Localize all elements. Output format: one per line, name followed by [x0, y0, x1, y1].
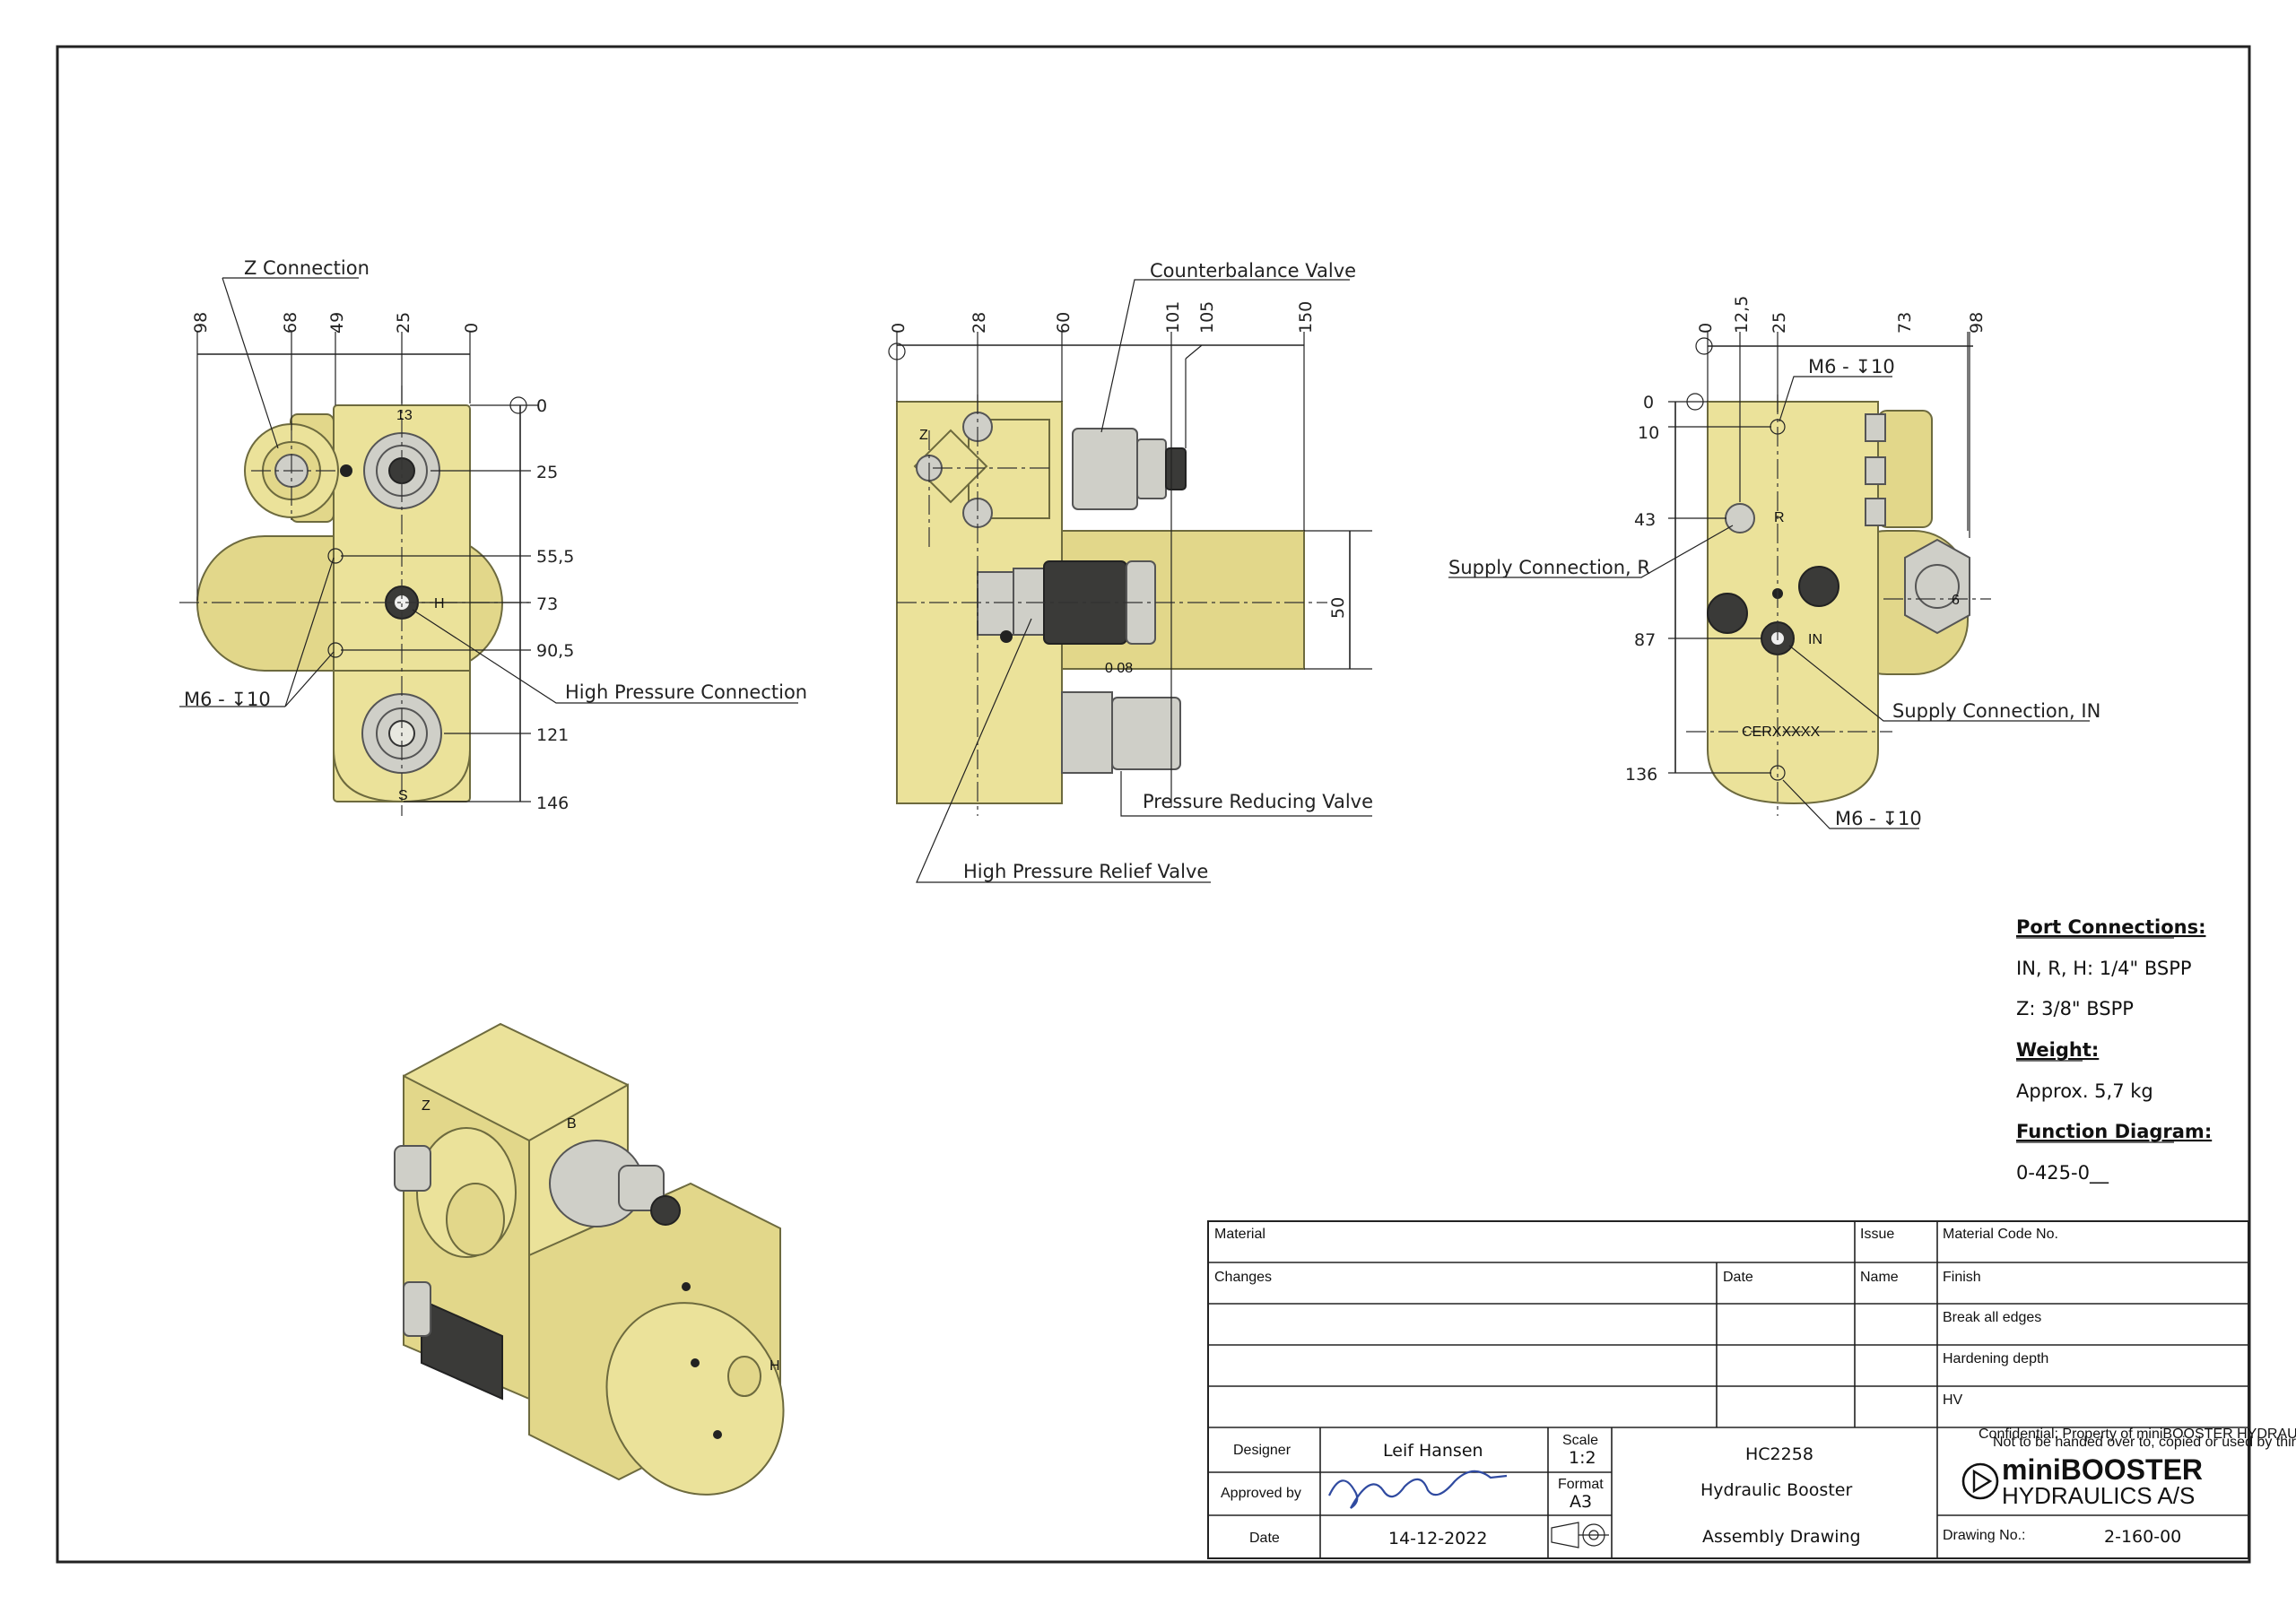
tb-designer-label: Designer	[1233, 1443, 1292, 1458]
rear-port-mark-r: R	[1774, 510, 1785, 525]
m6-hole-label-rear-bottom: M6 - ↧10	[1835, 808, 1922, 829]
tb-material-code-label: Material Code No.	[1943, 1227, 2058, 1242]
supply-connection-r-label: Supply Connection, R	[1448, 557, 1650, 578]
iso-port-mark-b: B	[567, 1116, 577, 1132]
pressure-reducing-valve-label: Pressure Reducing Valve	[1143, 791, 1373, 812]
tb-material-label: Material	[1214, 1227, 1265, 1242]
port-connections-heading: Port Connections:	[2016, 916, 2205, 938]
tb-confidential-line1: Confidential: Property of miniBOOSTER HY…	[1979, 1427, 2296, 1442]
front-dim-0: 0	[462, 323, 482, 334]
function-diagram-heading: Function Diagram:	[2016, 1121, 2212, 1142]
rear-dim-left-10: 10	[1638, 423, 1659, 443]
tb-hv-label: HV	[1943, 1392, 1963, 1408]
rear-dim-98: 98	[1967, 312, 1987, 334]
front-dim-right-121: 121	[536, 725, 569, 745]
rear-dim-73: 73	[1895, 312, 1915, 334]
side-dim-50: 50	[1328, 597, 1348, 619]
side-port-mark-08: 0 08	[1105, 661, 1133, 676]
rear-dim-left-43: 43	[1634, 510, 1656, 530]
tb-break-edges: Break all edges	[1943, 1310, 2041, 1325]
front-dim-right-73: 73	[536, 594, 558, 614]
tb-name-label: Name	[1860, 1270, 1899, 1285]
iso-port-mark-z: Z	[422, 1098, 430, 1114]
front-port-mark-h: H	[434, 596, 445, 612]
supply-connection-in-label: Supply Connection, IN	[1892, 700, 2100, 722]
port-connections-line1: IN, R, H: 1/4" BSPP	[2016, 958, 2192, 979]
tb-confidential-line2: Not to be handed over to, copied or used…	[1993, 1435, 2296, 1450]
tb-approved-label: Approved by	[1221, 1486, 1301, 1501]
title-block	[1207, 1220, 2249, 1559]
isometric-view	[394, 1022, 785, 1496]
rear-port-mark-6: 6	[1952, 593, 1960, 608]
counterbalance-valve-label: Counterbalance Valve	[1150, 260, 1356, 282]
weight-heading: Weight:	[2016, 1039, 2099, 1061]
rear-dim-0: 0	[1696, 323, 1716, 334]
rear-view	[1448, 332, 2090, 829]
side-port-mark-z: Z	[919, 428, 928, 443]
tb-date-column-label: Date	[1723, 1270, 1753, 1285]
tb-scale-value: 1:2	[1569, 1448, 1596, 1468]
rear-dim-left-87: 87	[1634, 630, 1656, 650]
side-dim-101: 101	[1163, 301, 1183, 334]
tb-scale-label: Scale	[1562, 1433, 1598, 1448]
rear-dim-left-136: 136	[1625, 765, 1657, 785]
port-connections-line2: Z: 3/8" BSPP	[2016, 998, 2134, 1019]
front-dim-right-55-5: 55,5	[536, 547, 574, 567]
sheet-border	[56, 45, 2251, 1564]
front-port-mark-s: S	[398, 788, 408, 803]
front-dim-25: 25	[394, 312, 413, 334]
iso-port-mark-h: H	[770, 1358, 780, 1374]
front-dim-right-90-5: 90,5	[536, 641, 574, 661]
function-diagram-value: 0-425-0__	[2016, 1162, 2109, 1184]
tb-date-label: Date	[1249, 1531, 1280, 1546]
side-dim-150: 150	[1296, 301, 1316, 334]
front-view	[179, 277, 798, 816]
side-dim-28: 28	[970, 312, 989, 334]
high-pressure-connection-label: High Pressure Connection	[565, 681, 807, 703]
m6-hole-label-front: M6 - ↧10	[184, 689, 271, 710]
front-dim-right-0: 0	[536, 396, 547, 416]
front-dim-49: 49	[327, 312, 347, 334]
tb-logo-line2: HYDRAULICS A/S	[2002, 1482, 2195, 1509]
rear-port-mark-in: IN	[1808, 632, 1822, 647]
tb-date-value: 14-12-2022	[1388, 1529, 1487, 1548]
tb-format-value: A3	[1570, 1492, 1592, 1512]
tb-part-name: Hydraulic Booster	[1700, 1480, 1852, 1500]
rear-dim-left-0: 0	[1643, 393, 1654, 412]
tb-drawing-no-value: 2-160-00	[2104, 1527, 2181, 1547]
z-connection-label: Z Connection	[244, 257, 370, 279]
side-view	[888, 279, 1372, 883]
rear-dim-25: 25	[1770, 312, 1789, 334]
tb-issue-label: Issue	[1860, 1227, 1894, 1242]
front-dim-right-25: 25	[536, 463, 558, 482]
side-dim-0: 0	[889, 323, 909, 334]
tb-drawing-type: Assembly Drawing	[1702, 1527, 1861, 1547]
side-dim-60: 60	[1054, 312, 1074, 334]
tb-logo-line1: miniBOOSTER	[2002, 1453, 2203, 1486]
rear-serial-mark: CERXXXXX	[1742, 724, 1820, 740]
high-pressure-relief-valve-label: High Pressure Relief Valve	[963, 861, 1208, 882]
tb-format-label: Format	[1558, 1477, 1604, 1492]
m6-hole-label-rear-top: M6 - ↧10	[1808, 356, 1895, 377]
front-dim-right-146: 146	[536, 794, 569, 813]
front-port-mark-13: 13	[396, 408, 413, 423]
rear-dim-12-5: 12,5	[1732, 296, 1752, 334]
tb-designer-name: Leif Hansen	[1383, 1441, 1483, 1461]
tb-finish-label: Finish	[1943, 1270, 1981, 1285]
tb-drawing-no-label: Drawing No.:	[1943, 1528, 2025, 1543]
tb-part-code: HC2258	[1745, 1444, 1813, 1464]
weight-value: Approx. 5,7 kg	[2016, 1080, 2153, 1102]
front-dim-98: 98	[191, 312, 211, 334]
front-dim-68: 68	[281, 312, 300, 334]
notes-block: Port Connections: IN, R, H: 1/4" BSPP Z:…	[2016, 916, 2212, 1184]
tb-changes-label: Changes	[1214, 1270, 1272, 1285]
side-dim-105: 105	[1197, 301, 1217, 334]
tb-hardening-label: Hardening depth	[1943, 1351, 2048, 1366]
